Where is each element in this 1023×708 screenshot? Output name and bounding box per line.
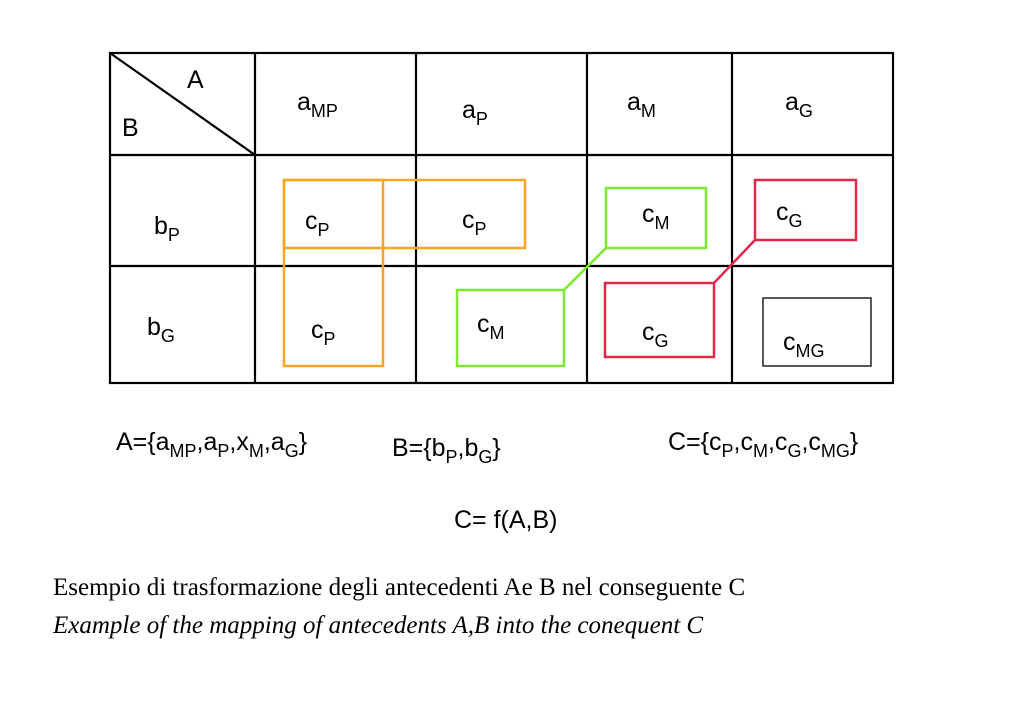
group-box-mg — [762, 297, 872, 367]
cell-value: cP — [462, 206, 487, 239]
group-box-g-bottom — [603, 281, 716, 359]
group-box-g-top — [753, 178, 858, 242]
cell-value: cMG — [783, 328, 825, 361]
column-header: aG — [785, 88, 813, 121]
cell-value: cP — [311, 316, 336, 349]
group-connector-m — [563, 247, 607, 291]
group-box-p-vertical — [282, 178, 385, 368]
group-box-m-bottom — [455, 288, 566, 368]
row-header: bG — [147, 313, 175, 346]
table-border — [108, 51, 895, 385]
corner-row-label: B — [122, 114, 139, 142]
corner-diagonal — [109, 52, 256, 156]
mapping-function: C= f(A,B) — [454, 506, 558, 534]
group-box-m-top — [604, 186, 708, 250]
caption-italian: Esempio di trasformazione degli antecede… — [53, 574, 746, 601]
group-boxes — [282, 178, 872, 368]
corner-col-label: A — [187, 66, 204, 94]
mapping-table — [108, 51, 895, 385]
column-header: aP — [462, 96, 488, 129]
caption-english: Example of the mapping of antecedents A,… — [53, 612, 704, 639]
group-connector-g — [713, 239, 756, 284]
cell-value: cG — [776, 198, 803, 231]
row-header: bP — [154, 212, 180, 245]
column-header: aMP — [297, 88, 338, 121]
set-a-definition: A={aMP,aP,xM,aG} — [116, 428, 307, 461]
cell-value: cM — [642, 200, 670, 233]
cell-value: cP — [305, 207, 330, 240]
cell-value: cG — [642, 318, 669, 351]
set-b-definition: B={bP,bG} — [392, 434, 501, 467]
column-header: aM — [627, 88, 656, 121]
cell-value: cM — [477, 310, 505, 343]
set-c-definition: C={cP,cM,cG,cMG} — [668, 428, 858, 461]
